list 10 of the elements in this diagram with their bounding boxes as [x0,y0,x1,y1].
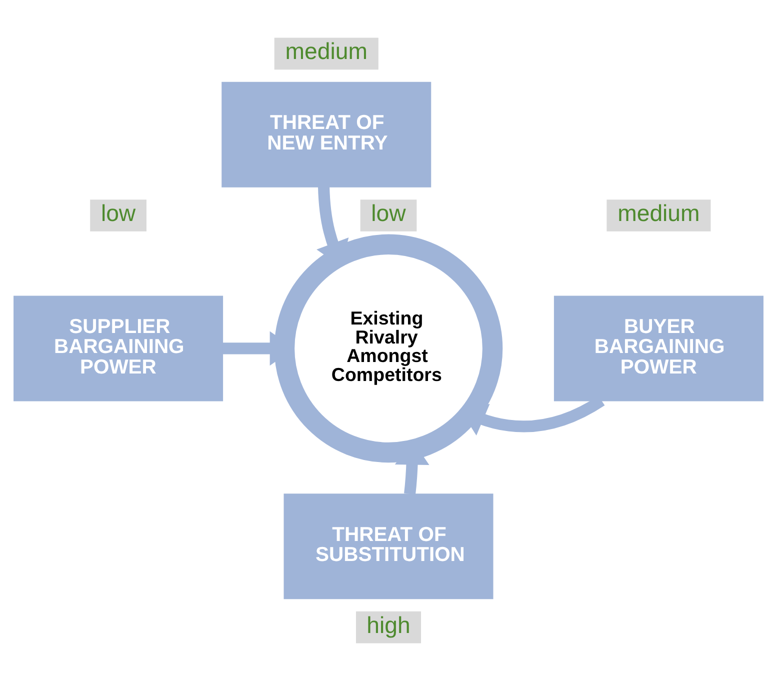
node-box: THREAT OF SUBSTITUTION [284,493,494,599]
node-circle: Existing Rivalry Amongst Competitors [274,234,503,462]
node-label: medium [618,200,700,226]
node-label: high [366,611,410,638]
node-box: THREAT OF NEW ENTRY [222,81,432,187]
node-label: low [100,200,136,226]
node-box: SUPPLIER BARGAINING POWER [14,295,224,401]
node-box: BUYER BARGAINING POWER [554,295,764,401]
node-label: medium [285,38,368,64]
node-label: low [371,200,406,226]
